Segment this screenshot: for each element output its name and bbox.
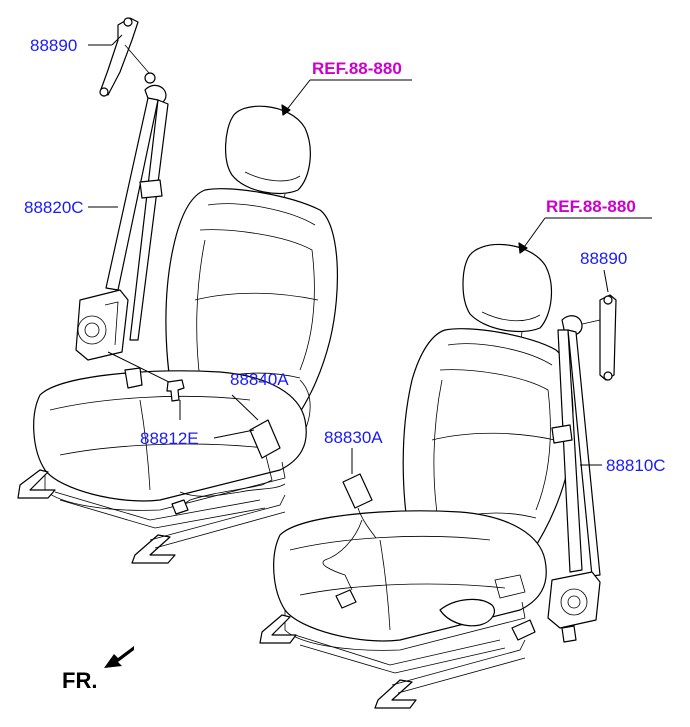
label-88810c: 88810C — [606, 456, 666, 475]
right-headrest — [462, 243, 552, 333]
left-cushion — [33, 370, 307, 502]
left-height-adjuster — [99, 17, 139, 96]
left-seat — [17, 105, 339, 564]
right-recliner-handle — [439, 598, 495, 627]
label-88812e: 88812E — [140, 429, 199, 448]
left-headrest — [225, 105, 311, 195]
label-88840a: 88840A — [230, 370, 289, 389]
left-retractor — [75, 289, 129, 361]
label-88890-right: 88890 — [580, 249, 627, 268]
ref-label-right: REF.88-880 — [546, 197, 636, 216]
left-seatback — [165, 188, 339, 426]
leader-lines — [88, 34, 652, 474]
right-cushion — [273, 510, 547, 642]
right-height-adjuster — [599, 294, 617, 381]
front-label: FR. — [62, 668, 97, 693]
right-rail-front-l — [259, 614, 297, 644]
ref-label-left: REF.88-880 — [312, 59, 402, 78]
right-buckle — [342, 473, 373, 509]
left-webbing-lap — [129, 99, 169, 341]
arrow-down-left-icon — [104, 646, 134, 668]
right-webbing-lap — [567, 329, 601, 577]
label-88830a: 88830A — [324, 428, 383, 447]
left-rail-front-l — [17, 469, 56, 499]
right-seat — [259, 243, 574, 709]
right-seatback — [402, 328, 574, 561]
left-rail-front-r — [131, 534, 176, 564]
right-belt-assembly — [322, 294, 617, 643]
left-belt-assembly — [75, 17, 281, 515]
left-buckle — [249, 419, 281, 459]
right-retractor — [547, 571, 601, 629]
left-anchor-bolt — [166, 379, 185, 402]
label-88820c: 88820C — [24, 198, 84, 217]
right-webbing-upper — [557, 329, 583, 573]
part-labels: 88890 88820C 88840A 88812E 88830A 88890 … — [24, 36, 666, 475]
label-88890-left: 88890 — [30, 36, 77, 55]
front-indicator: FR. — [62, 646, 134, 693]
right-rail-front-r — [374, 679, 417, 709]
